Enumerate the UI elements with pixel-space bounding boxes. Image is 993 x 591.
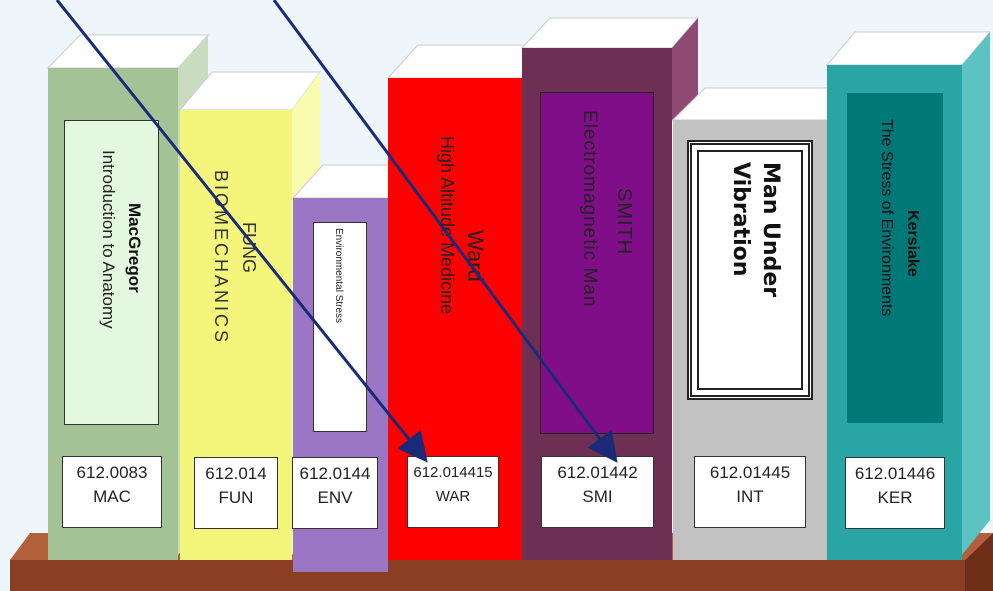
call-number: 612.01446 [854,464,936,483]
book-title: Environmental Stress [333,228,344,324]
cover-panel [847,93,943,423]
book-title: The Stress of Environments [878,119,895,317]
call-number-label: 612.01442 SMI [541,456,654,528]
call-number: 612.0144 [299,464,371,483]
call-number: 612.014 [205,464,267,483]
book-title: Introduction to Anatomy [99,150,118,329]
book-author: Ward [463,230,488,282]
book-title: High Altitude Medicine [437,136,457,315]
call-number: 612.01442 [557,463,638,482]
book-title: Man Under Vibration [728,162,783,298]
cover-panel [687,140,813,400]
book-author: MacGregor [125,203,144,293]
book-mac[interactable]: MacGregor Introduction to Anatomy 612.00… [48,68,178,560]
book-author: Kersiake [904,210,921,277]
call-code: FUN [218,488,254,507]
call-number-label: 612.014415 WAR [407,456,499,528]
book-int[interactable]: Man Under Vibration 612.01445 INT [673,120,827,560]
call-number-label: 612.01445 INT [694,456,806,528]
book-title: Electromagnetic Man [579,110,600,308]
book-author: FUNG [239,222,259,273]
call-number-label: 612.01446 KER [845,457,945,529]
book-smi[interactable]: SMITH Electromagnetic Man 612.01442 SMI [522,48,672,560]
call-code: INT [736,487,764,506]
call-number-label: 612.014 FUN [194,457,278,529]
call-number: 612.0083 [76,463,148,482]
book-author: SMITH [613,188,635,256]
call-number: 612.014415 [413,464,493,481]
book-fun[interactable]: FUNG BIOMECHANICS 612.014 FUN [180,110,292,560]
book-ker[interactable]: Kersiake The Stress of Environments 612.… [827,65,962,560]
book-war[interactable]: Ward High Altitude Medicine 612.014415 W… [388,78,522,560]
call-code: SMI [582,487,613,506]
call-code: MAC [93,487,131,506]
call-code: WAR [435,488,471,505]
call-number: 612.01445 [709,463,791,482]
call-code: KER [877,488,913,507]
call-code: ENV [317,488,353,507]
book-title: BIOMECHANICS [211,170,231,346]
book-env[interactable]: Environmental Stress 612.0144 ENV [292,198,388,572]
call-number-label: 612.0144 ENV [292,457,378,529]
call-number-label: 612.0083 MAC [62,456,162,528]
